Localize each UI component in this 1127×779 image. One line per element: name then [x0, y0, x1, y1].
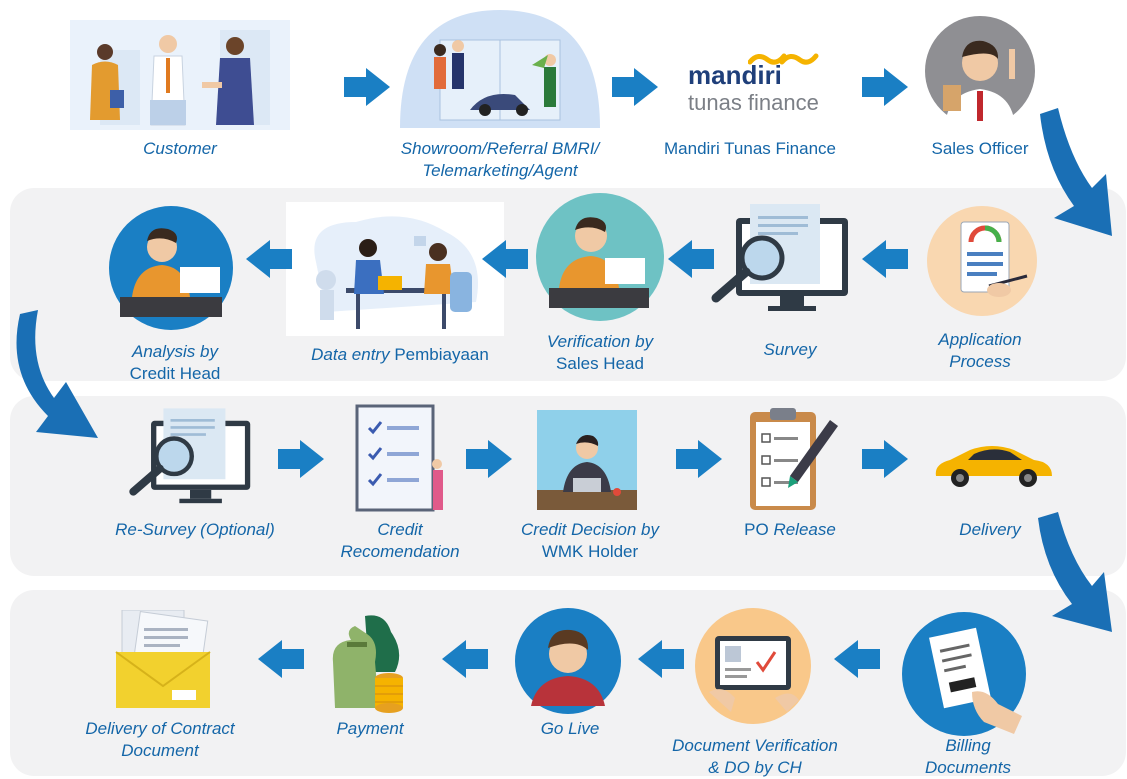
po-release-illustration — [742, 404, 842, 514]
data-entry-illustration — [286, 202, 504, 336]
arrow-left-icon — [246, 240, 292, 278]
arrow-left-icon — [258, 640, 304, 678]
showroom-label: Showroom/Referral BMRI/Telemarketing/Age… — [400, 139, 600, 180]
document-verification-illustration — [695, 608, 811, 724]
delivery-label: Delivery — [959, 520, 1021, 539]
data-entry-label: Data entry Pembiayaan — [311, 345, 489, 364]
billing-documents-illustration — [902, 612, 1026, 736]
arrow-left-icon — [442, 640, 488, 678]
payment-illustration — [325, 612, 415, 716]
po-release-label: PO Release — [744, 520, 836, 539]
mtf-label: Mandiri Tunas Finance — [664, 139, 836, 158]
go-live-illustration — [515, 608, 621, 714]
document-verification-label: Document Verification& DO by CH — [672, 736, 838, 777]
customer-label: Customer — [143, 139, 217, 158]
application-process-illustration — [927, 206, 1037, 316]
resurvey-illustration — [128, 402, 252, 514]
arrow-right-icon — [612, 68, 658, 106]
credit-recommendation-illustration — [355, 404, 447, 514]
delivery-car-illustration — [930, 440, 1056, 490]
curved-arrow-down-icon — [1040, 108, 1112, 236]
credit-decision-illustration — [537, 410, 637, 510]
survey-label: Survey — [763, 340, 817, 359]
analysis-credit-head-illustration — [108, 205, 234, 331]
arrow-left-icon — [638, 640, 684, 678]
verification-sales-head-illustration — [535, 192, 665, 322]
arrow-left-icon — [862, 240, 908, 278]
customer-illustration — [70, 20, 290, 130]
payment-label: Payment — [336, 719, 404, 738]
go-live-label: Go Live — [540, 719, 600, 738]
resurvey-label: Re-Survey (Optional) — [115, 520, 275, 539]
arrow-right-icon — [344, 68, 390, 106]
curved-arrow-down-icon — [16, 310, 98, 438]
mandiri-tunas-finance-logo: mandiri tunas finance — [688, 50, 838, 120]
survey-illustration — [710, 200, 850, 320]
arrow-right-icon — [862, 68, 908, 106]
arrow-left-icon — [834, 640, 880, 678]
sales-officer-illustration — [925, 15, 1035, 127]
arrow-right-icon — [466, 440, 512, 478]
arrow-right-icon — [862, 440, 908, 478]
arrow-left-icon — [482, 240, 528, 278]
showroom-illustration — [400, 10, 600, 128]
arrow-left-icon — [668, 240, 714, 278]
sales-officer-label: Sales Officer — [931, 139, 1029, 158]
arrow-right-icon — [676, 440, 722, 478]
curved-arrow-down-icon — [1038, 512, 1112, 632]
arrow-right-icon — [278, 440, 324, 478]
contract-envelope-illustration — [112, 610, 214, 710]
